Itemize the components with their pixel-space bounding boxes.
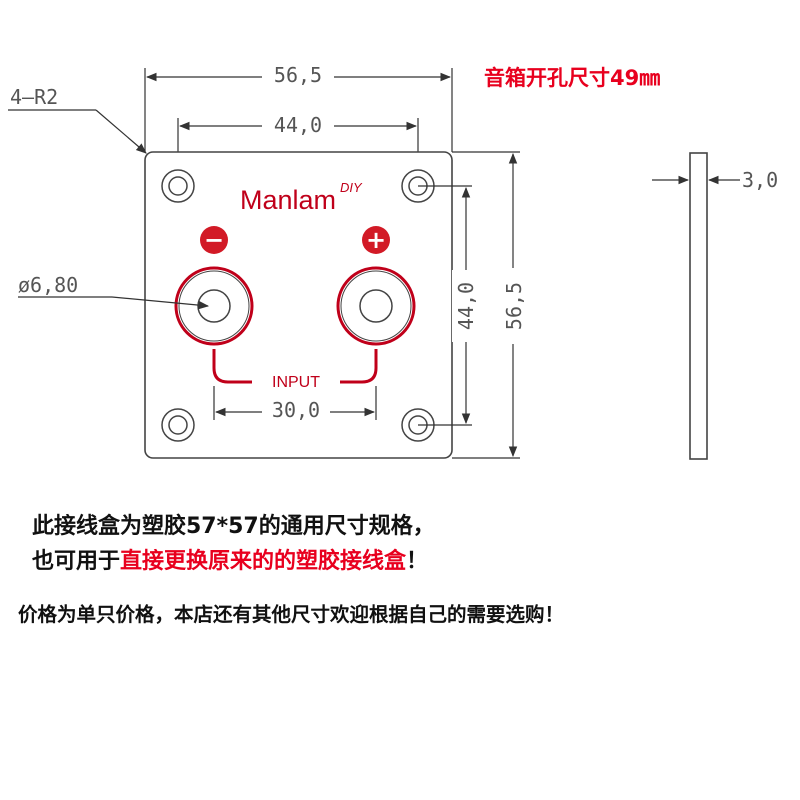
minus-polarity-icon: − — [200, 226, 228, 254]
overall-height-label: 56,5 — [502, 282, 526, 330]
description-line-2-prefix: 也可用于 — [32, 549, 121, 574]
input-bracket-left — [212, 349, 252, 384]
hole-spacing-top-label: 44,0 — [274, 113, 322, 137]
terminal-diameter-callout: ø6,80 — [18, 273, 210, 310]
brand-logo: Manlam — [240, 185, 336, 215]
description-line-3: 价格为单只价格，本店还有其他尺寸欢迎根据自己的需要选购！ — [18, 603, 565, 626]
side-view: 3,0 — [652, 152, 778, 460]
description-line-2-highlight: 直接更换原来的的塑胶接线盒 — [120, 549, 407, 574]
overall-width-label: 56,5 — [274, 63, 322, 87]
mounting-hole-bottom-left — [161, 408, 195, 442]
terminal-spacing-dimension: 30,0 — [213, 386, 377, 422]
plus-polarity-icon: + — [362, 226, 390, 254]
terminal-plate: Manlam DIY − + INPUT — [144, 151, 453, 459]
terminal-spacing-label: 30,0 — [272, 398, 320, 422]
plus-symbol: + — [366, 226, 386, 254]
mounting-hole-top-left — [161, 169, 195, 203]
description-line-2-suffix: ！ — [406, 549, 429, 574]
terminal-diameter-label: ø6,80 — [18, 273, 78, 297]
hole-spacing-right-label: 44,0 — [454, 282, 478, 330]
thickness-label: 3,0 — [742, 168, 778, 192]
input-bracket-right — [340, 349, 378, 384]
description-line-1: 此接线盒为塑胶57*57的通用尺寸规格， — [32, 514, 435, 539]
corner-radius-label: 4—R2 — [10, 85, 58, 109]
corner-radius-callout: 4—R2 — [8, 85, 147, 154]
hole-spacing-top-dimension: 44,0 — [177, 112, 419, 178]
description-line-2: 也可用于直接更换原来的的塑胶接线盒！ — [32, 543, 428, 575]
hole-spacing-right-dimension: 44,0 — [418, 185, 480, 426]
brand-logo-suffix: DIY — [340, 180, 363, 195]
terminal-positive — [336, 266, 416, 346]
cutout-size-note: 音箱开孔尺寸49㎜ — [484, 66, 661, 90]
minus-symbol: − — [204, 226, 224, 254]
side-view-outline — [689, 152, 708, 460]
input-label: INPUT — [272, 374, 320, 391]
overall-width-dimension: 56,5 — [144, 62, 453, 152]
overall-height-dimension: 56,5 — [452, 151, 528, 459]
